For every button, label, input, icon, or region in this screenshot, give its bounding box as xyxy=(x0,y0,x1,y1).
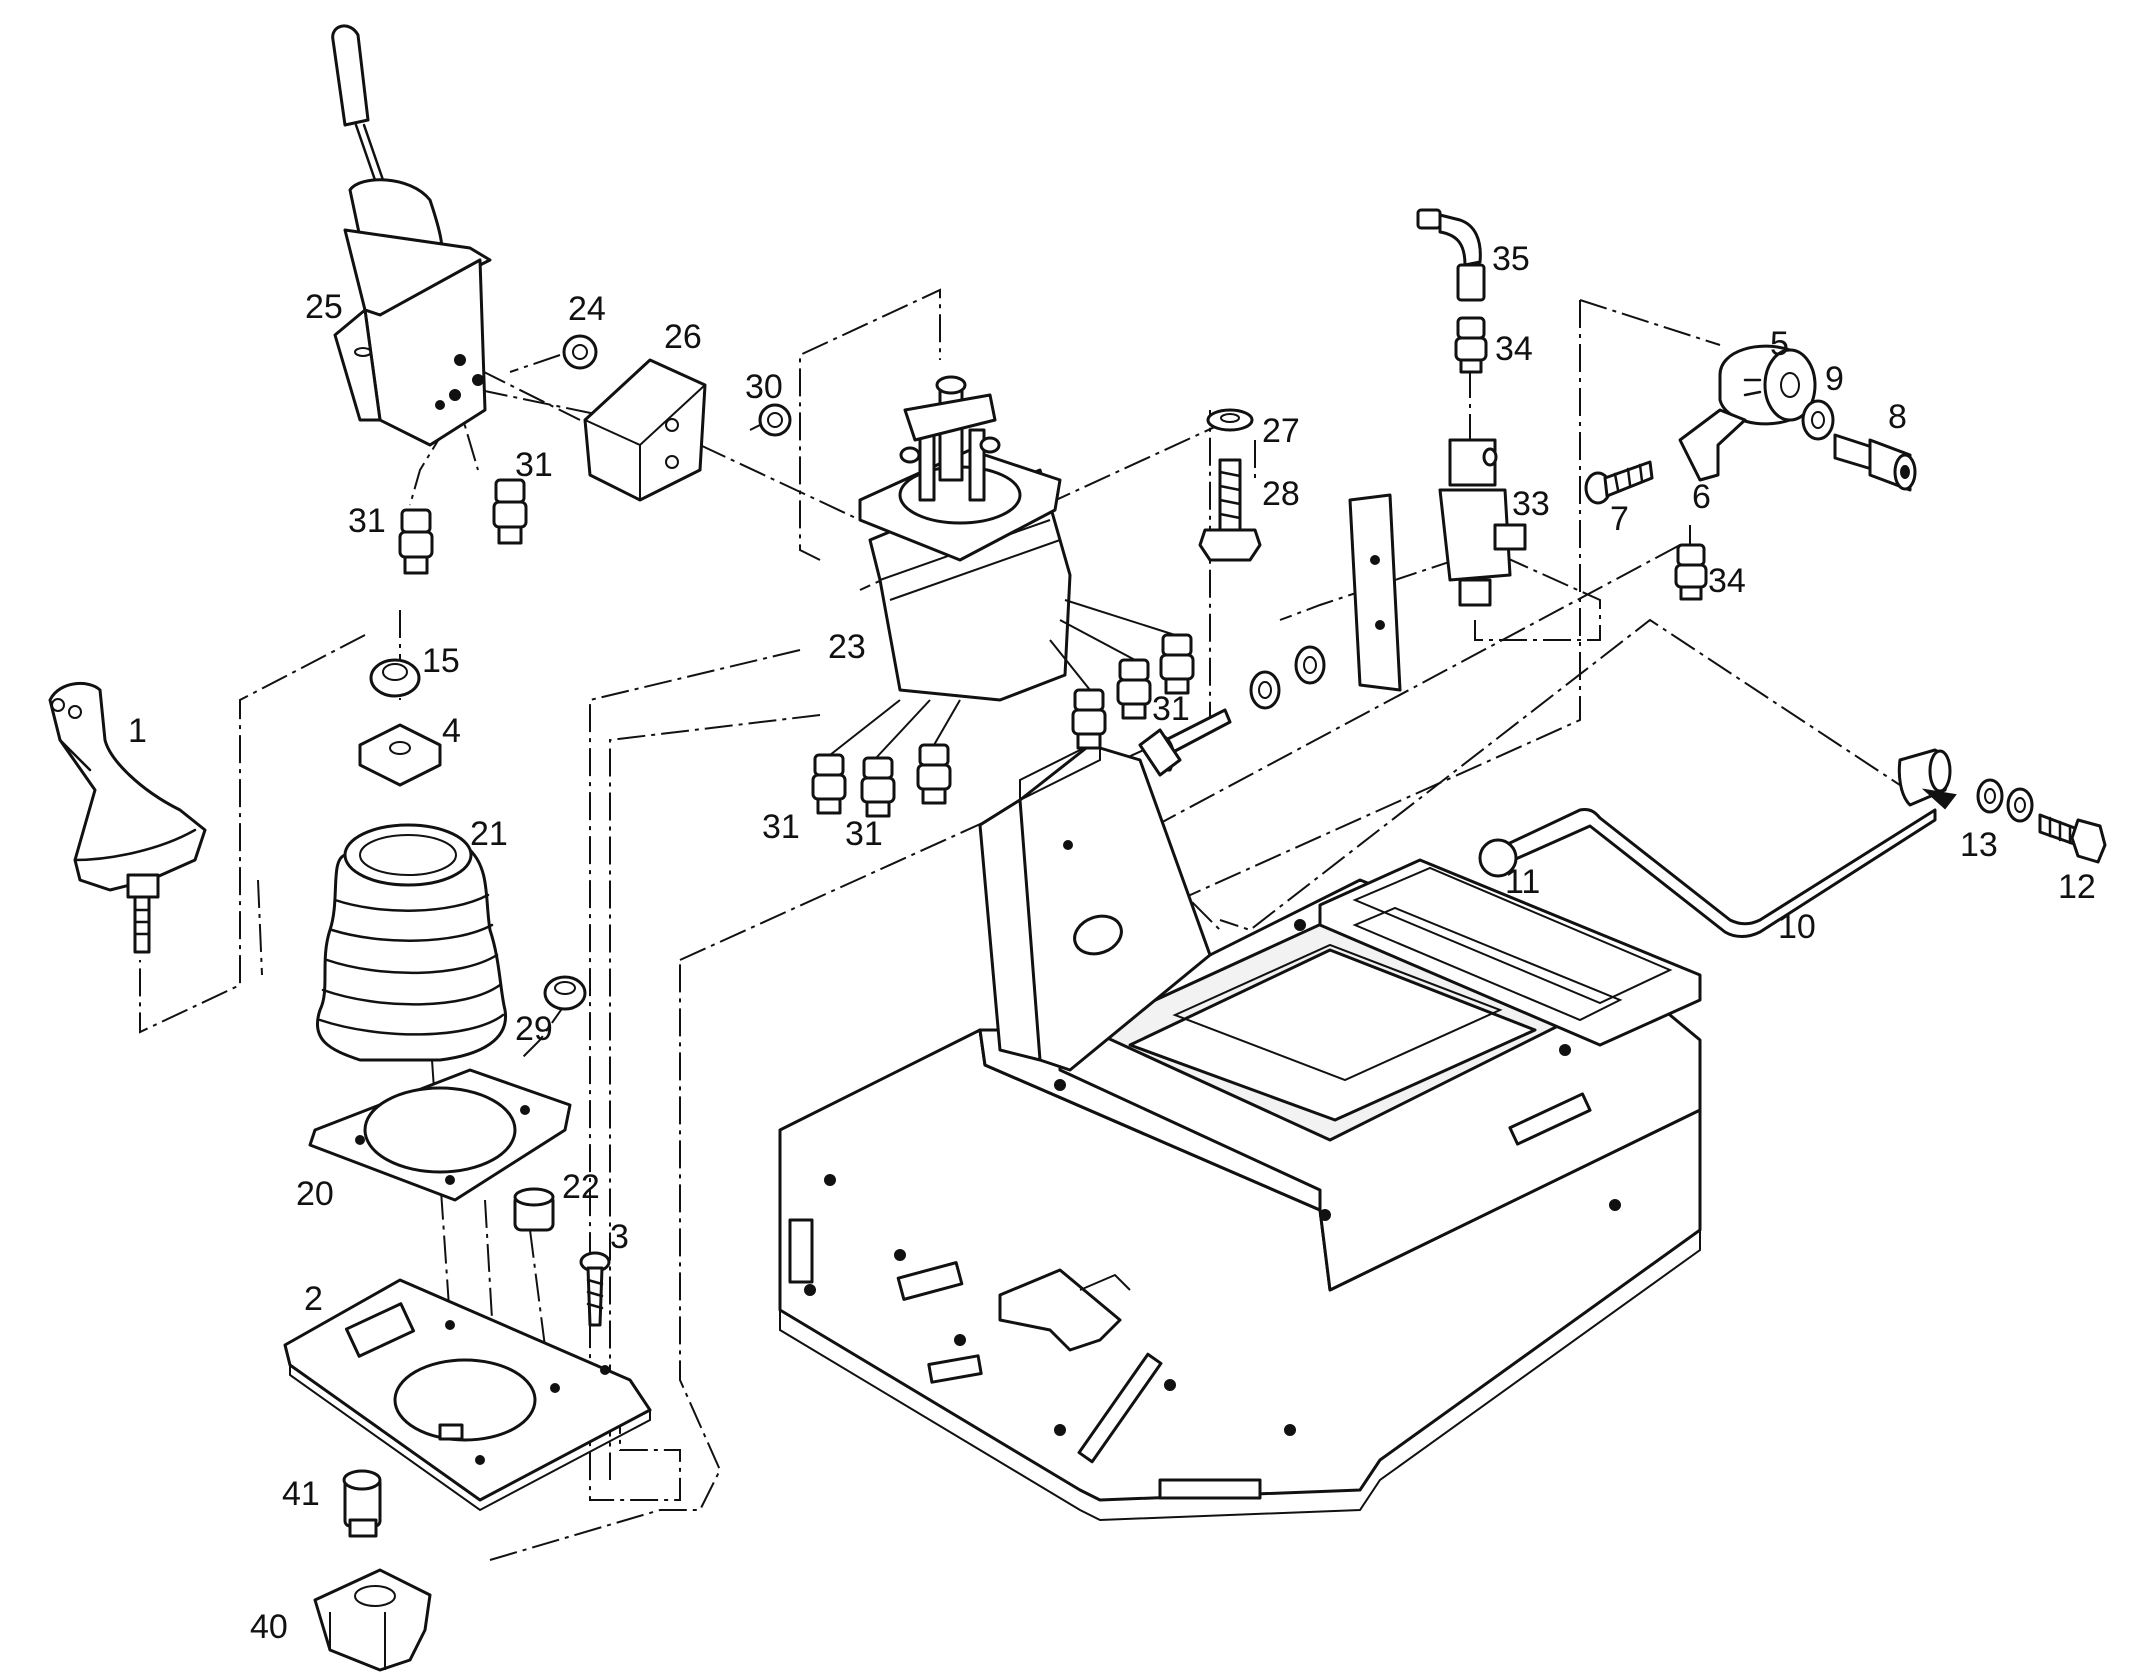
connector-housing-40 xyxy=(313,1568,432,1672)
lever-rod-10 xyxy=(1478,808,1937,938)
bushing-22 xyxy=(513,1187,555,1232)
clamp-5 xyxy=(1718,344,1817,426)
rubber-boot-21 xyxy=(315,823,508,1062)
nut-15 xyxy=(369,658,421,698)
callout-34-upper: 34 xyxy=(1495,330,1533,368)
bolt-12 xyxy=(2038,813,2107,864)
callout-28: 28 xyxy=(1262,475,1300,513)
connector-41 xyxy=(342,1469,382,1538)
washer-30 xyxy=(758,403,792,437)
mounting-strip xyxy=(1348,493,1402,692)
callout-3: 3 xyxy=(610,1218,629,1256)
adapter-block-26 xyxy=(583,358,707,502)
callout-41: 41 xyxy=(282,1475,320,1513)
valve-block-33 xyxy=(1438,438,1527,607)
base-screw-holes xyxy=(804,919,1621,1436)
callout-30: 30 xyxy=(745,368,783,406)
elbow-fitting-35 xyxy=(1416,208,1486,302)
callout-29: 29 xyxy=(515,1010,553,1048)
nut-29 xyxy=(543,975,587,1011)
callout-27: 27 xyxy=(1262,412,1300,450)
callout-11: 11 xyxy=(1505,863,1540,901)
fitting-31-pump-f xyxy=(1159,633,1195,695)
fitting-31-left-a xyxy=(398,508,434,575)
valve-assembly-23 xyxy=(858,375,1072,702)
washer-13 xyxy=(1976,778,2034,823)
callout-21: 21 xyxy=(470,815,508,853)
fitting-31-pump-c xyxy=(916,743,952,805)
callout-31-d: 31 xyxy=(845,815,883,853)
callout-labels: 1 2 3 4 5 6 7 8 9 10 11 12 13 15 20 21 2… xyxy=(128,240,2096,1646)
callout-15: 15 xyxy=(422,642,460,680)
screw-3 xyxy=(579,1251,611,1327)
hex-bolt xyxy=(1138,708,1232,777)
console-base-plate xyxy=(778,858,1702,1522)
callout-33: 33 xyxy=(1512,485,1550,523)
joystick-handle xyxy=(48,681,207,954)
cap-screw-8 xyxy=(1833,433,1917,492)
callout-35: 35 xyxy=(1492,240,1530,278)
callout-26: 26 xyxy=(664,318,702,356)
mounting-plate-20 xyxy=(308,1068,572,1202)
screw-7 xyxy=(1584,460,1654,505)
console-upright-panel xyxy=(978,738,1212,1072)
callout-12: 12 xyxy=(2058,868,2096,906)
callout-6: 6 xyxy=(1692,478,1711,516)
bracket-6 xyxy=(1678,408,1747,482)
callout-31-a: 31 xyxy=(348,502,386,540)
callout-4: 4 xyxy=(442,712,461,750)
callout-31-c: 31 xyxy=(762,808,800,846)
callout-31-e: 31 xyxy=(1152,690,1190,728)
bolt-washers xyxy=(1249,645,1326,710)
bolt-28 xyxy=(1198,458,1262,562)
callout-22: 22 xyxy=(562,1168,600,1206)
control-lever-25 xyxy=(331,24,492,447)
callout-5: 5 xyxy=(1770,325,1789,363)
callout-24: 24 xyxy=(568,290,606,328)
fitting-31-pump-a xyxy=(811,753,847,815)
fitting-31-pump-b xyxy=(860,756,896,818)
washer-24 xyxy=(562,334,598,370)
callout-31-b: 31 xyxy=(515,446,553,484)
lever-hub xyxy=(1897,748,1957,810)
callout-7: 7 xyxy=(1610,500,1629,538)
washer-27 xyxy=(1206,408,1254,432)
callout-13: 13 xyxy=(1960,826,1998,864)
fitting-31-left-b xyxy=(492,478,528,545)
callout-40: 40 xyxy=(250,1608,288,1646)
retainer-plate-4 xyxy=(358,723,442,787)
fitting-34-lower xyxy=(1674,543,1708,601)
callout-20: 20 xyxy=(296,1175,334,1213)
washer-9 xyxy=(1801,399,1835,441)
callout-25: 25 xyxy=(305,288,343,326)
fitting-31-pump-e xyxy=(1116,658,1152,720)
callout-9: 9 xyxy=(1825,360,1844,398)
callout-23: 23 xyxy=(828,628,866,666)
callout-8: 8 xyxy=(1888,398,1907,436)
callout-10: 10 xyxy=(1778,908,1816,946)
callout-2: 2 xyxy=(304,1280,323,1318)
fitting-31-pump-d xyxy=(1071,688,1107,750)
callout-1: 1 xyxy=(128,712,147,750)
base-plate-2 xyxy=(283,1278,652,1512)
callout-34-lower: 34 xyxy=(1708,562,1746,600)
fitting-34-upper xyxy=(1454,316,1488,374)
